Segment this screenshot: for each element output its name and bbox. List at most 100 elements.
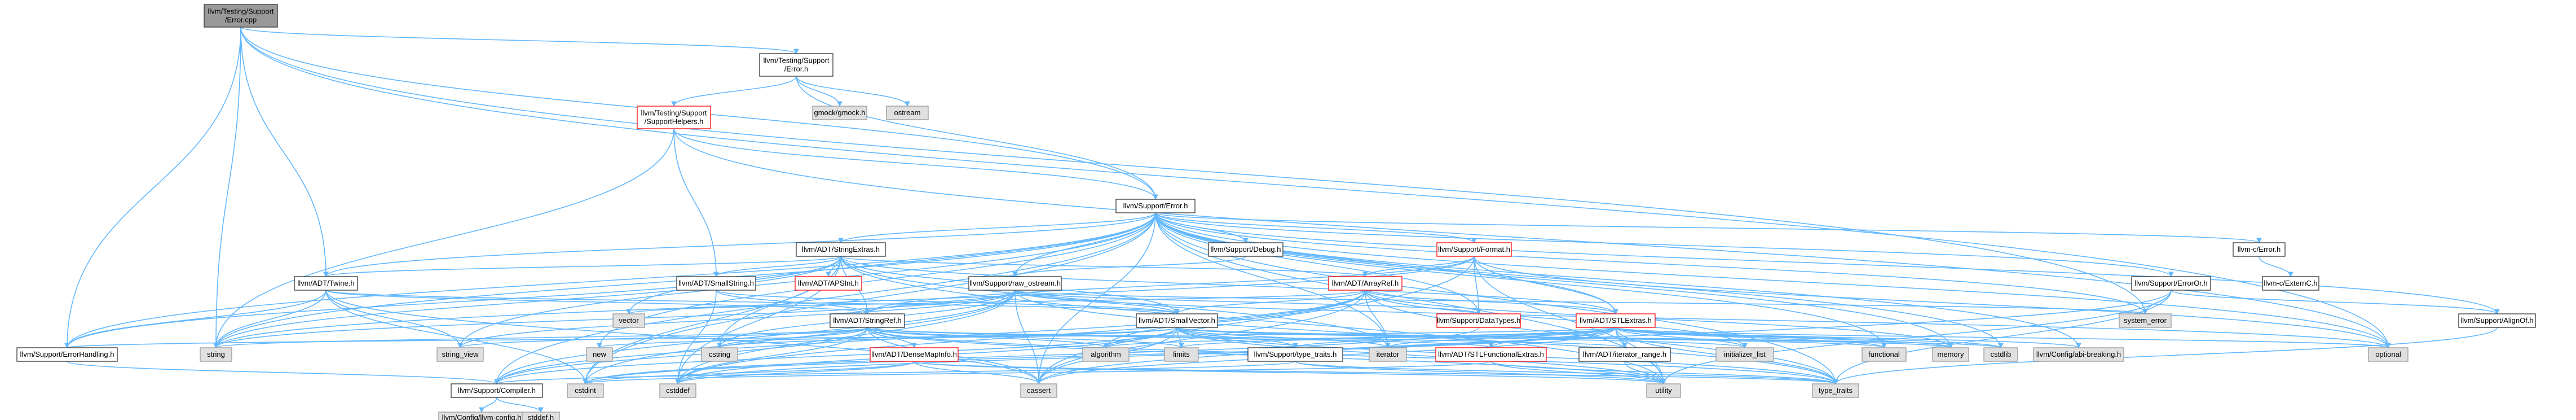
node-label-root: /Error.cpp <box>225 16 257 24</box>
edge-err-to-format <box>1155 212 1475 243</box>
node-strext[interactable]: llvm/ADT/StringExtras.h <box>796 242 886 257</box>
node-label-format: llvm/Support/Format.h <box>1438 245 1510 253</box>
node-sysErr: system_error <box>2119 313 2172 328</box>
node-label-stlextras: llvm/ADT/STLExtras.h <box>1580 316 1652 325</box>
node-apsint[interactable]: llvm/ADT/APSInt.h <box>795 276 862 291</box>
node-label-initlist: initializer_list <box>1724 350 1766 358</box>
node-cstddef: cstddef <box>659 383 696 398</box>
edge-twine-to-string <box>215 290 327 348</box>
node-label-cstdlib: cstdlib <box>1991 350 2012 358</box>
edge-typetraitsh-to-typetraits <box>1295 361 1836 384</box>
node-label-gmock: gmock/gmock.h <box>814 108 865 117</box>
edge-stringref-to-algorithm <box>867 327 1106 348</box>
node-box-tse <box>759 53 833 77</box>
edge-format-to-cassert <box>1038 256 1475 384</box>
edge-debug-to-rawos <box>1014 256 1246 277</box>
node-box-stringref <box>830 313 905 328</box>
edge-twine-to-smallvec <box>325 290 1177 314</box>
node-datatypes[interactable]: llvm/Support/DataTypes.h <box>1436 313 1521 328</box>
edge-root-to-string <box>215 27 241 348</box>
edge-format-to-stlextras <box>1474 256 1616 314</box>
node-tsh[interactable]: llvm/Testing/Support/SupportHelpers.h <box>637 106 711 129</box>
node-stlfe[interactable]: llvm/ADT/STLFunctionalExtras.h <box>1435 347 1547 362</box>
node-root[interactable]: llvm/Testing/Support/Error.cpp <box>204 4 278 28</box>
edge-tsh-to-optional <box>673 128 2389 348</box>
node-iterator: iterator <box>1369 347 1407 362</box>
node-label-limits: limits <box>1173 350 1190 358</box>
node-externC[interactable]: llvm-c/ExternC.h <box>2262 276 2319 291</box>
node-box-smallstr <box>676 276 756 291</box>
node-stddef: stddef.h <box>522 412 560 420</box>
node-stlextras[interactable]: llvm/ADT/STLExtras.h <box>1576 313 1656 328</box>
node-label-new: new <box>593 350 606 358</box>
arrowhead-tse-to-gmock <box>837 101 843 107</box>
node-compiler[interactable]: llvm/Support/Compiler.h <box>451 383 543 398</box>
node-label-externC: llvm-c/ExternC.h <box>2264 279 2317 287</box>
edge-format-to-stringref <box>867 256 1475 314</box>
edge-err-to-abibreak <box>1155 212 2079 348</box>
node-debug[interactable]: llvm/Support/Debug.h <box>1208 242 1283 257</box>
node-string: string <box>200 347 232 362</box>
node-smallvec[interactable]: llvm/ADT/SmallVector.h <box>1136 313 1218 328</box>
arrowhead-cerror-to-externC <box>2288 272 2293 278</box>
node-box-stlfe <box>1435 347 1547 362</box>
arrowhead-smallvec-to-memory <box>1948 343 1953 349</box>
node-twine[interactable]: llvm/ADT/Twine.h <box>294 276 358 291</box>
edge-stlfe-to-cstdint <box>585 361 1492 384</box>
node-tse[interactable]: llvm/Testing/Support/Error.h <box>759 53 833 77</box>
node-label-strext: llvm/ADT/StringExtras.h <box>802 245 880 253</box>
node-utility: utility <box>1646 383 1681 398</box>
edge-stringref-to-limits <box>867 327 1182 348</box>
arrowhead-err-to-debug <box>1243 238 1249 244</box>
edge-format-to-optional <box>1474 256 2389 348</box>
edge-errorOr-to-typetraits <box>1835 290 2172 384</box>
edge-stlextras-to-optional <box>1615 327 2389 348</box>
node-label-arrayref: llvm/ADT/ArrayRef.h <box>1332 279 1399 287</box>
node-errh[interactable]: llvm/Support/ErrorHandling.h <box>16 347 118 362</box>
node-format[interactable]: llvm/Support/Format.h <box>1436 242 1512 257</box>
node-arrayref[interactable]: llvm/ADT/ArrayRef.h <box>1328 276 1402 291</box>
node-label-datatypes: llvm/Support/DataTypes.h <box>1437 316 1521 325</box>
node-errorOr[interactable]: llvm/Support/ErrorOr.h <box>2131 276 2211 291</box>
edge-root-to-tse <box>240 27 797 54</box>
edge-errorOr-to-alignOf <box>2171 290 2498 314</box>
node-box-err <box>1115 199 1196 213</box>
node-cerror[interactable]: llvm-c/Error.h <box>2233 242 2286 257</box>
node-rawos[interactable]: llvm/Support/raw_ostream.h <box>968 276 1062 291</box>
node-smallstr[interactable]: llvm/ADT/SmallString.h <box>676 276 756 291</box>
node-alignOf[interactable]: llvm/Support/AlignOf.h <box>2458 313 2536 328</box>
node-label-stddef: stddef.h <box>528 413 554 420</box>
edge-rawos-to-optional <box>1014 290 2389 348</box>
node-label-apsint: llvm/ADT/APSInt.h <box>798 279 859 287</box>
node-box-cstdint <box>567 383 604 398</box>
node-iterrange[interactable]: llvm/ADT/iterator_range.h <box>1578 347 1671 362</box>
node-label-smallvec: llvm/ADT/SmallVector.h <box>1139 316 1215 325</box>
node-cstdint: cstdint <box>567 383 604 398</box>
arrowhead-tse-to-ostream <box>905 101 910 107</box>
edge-datatypes-to-cstdint <box>585 327 1479 384</box>
edge-compiler-to-llvmconfig <box>481 397 497 413</box>
arrowhead-stringref-to-string <box>213 343 219 349</box>
edge-stlextras-to-initlist <box>1615 327 1745 348</box>
node-label-cerror: llvm-c/Error.h <box>2238 245 2281 253</box>
node-box-dmi <box>870 347 959 362</box>
edge-layer <box>64 27 2500 413</box>
edge-arrayref-to-vector <box>628 290 1366 314</box>
node-label-compiler: llvm/Support/Compiler.h <box>458 386 536 395</box>
node-memory: memory <box>1932 347 1969 362</box>
edge-smallvec-to-algorithm <box>1105 327 1177 348</box>
node-label-alignOf: llvm/Support/AlignOf.h <box>2460 316 2533 325</box>
node-err[interactable]: llvm/Support/Error.h <box>1115 199 1196 213</box>
node-stringref[interactable]: llvm/ADT/StringRef.h <box>830 313 905 328</box>
edge-stringref-to-cstddef <box>677 327 868 384</box>
arrowhead-root-to-tse <box>793 49 799 55</box>
node-new: new <box>586 347 613 362</box>
arrowhead-dmi-to-cstddef <box>675 379 681 385</box>
edge-format-to-arrayref <box>1365 256 1475 277</box>
node-typetraitsh[interactable]: llvm/Support/type_traits.h <box>1247 347 1343 362</box>
node-box-stringview <box>436 347 484 362</box>
node-dmi[interactable]: llvm/ADT/DenseMapInfo.h <box>870 347 959 362</box>
node-box-abibreak <box>2033 347 2124 362</box>
node-label-string: string <box>207 350 225 358</box>
